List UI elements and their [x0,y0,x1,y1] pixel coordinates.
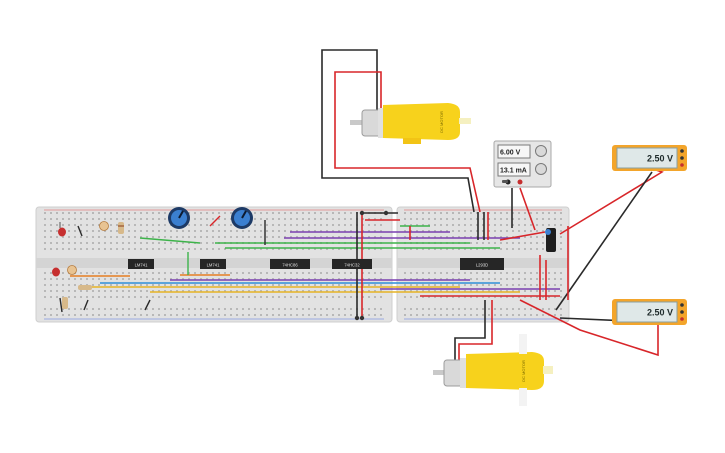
led-red-1[interactable] [58,222,66,237]
meter-reading: 2.50 V [647,308,673,318]
meter-reading: 2.50 V [647,154,673,164]
current-display: 13.1 mA [500,168,527,175]
chip-label: LM741 [207,263,220,268]
wires-colored [59,215,560,313]
chip-label: 74HC86 [282,263,298,268]
chip-label: L293D [476,263,488,268]
multimeter-bottom[interactable]: 2.50 V [612,299,687,325]
potentiometer-1[interactable] [168,207,190,229]
chip-lm741-1[interactable]: LM741 [128,259,154,269]
chip-74hc32[interactable]: 74HC32 [332,259,372,269]
motor-label: DC MOTOR [439,111,444,133]
power-supply[interactable]: 6.00 V 13.1 mA [493,140,552,188]
wires-power [321,49,664,360]
dc-motor-top[interactable]: DC MOTOR [350,103,471,144]
capacitor[interactable] [545,228,556,252]
current-knob[interactable] [535,163,547,175]
photoresistor-2[interactable] [67,265,77,275]
chip-74hc86[interactable]: 74HC86 [270,259,310,269]
dc-motor-bottom[interactable]: DC MOTOR [433,334,553,406]
led-red-2[interactable] [52,267,60,277]
potentiometer-2[interactable] [231,207,253,229]
resistor-3[interactable] [62,297,68,309]
positive-terminal[interactable] [517,179,523,185]
voltage-knob[interactable] [535,145,547,157]
multimeter-top[interactable]: 2.50 V [612,145,687,171]
chip-label: 74HC32 [344,263,360,268]
chip-lm741-2[interactable]: LM741 [200,259,226,269]
photoresistor-1[interactable] [99,221,109,231]
chip-l293d[interactable]: L293D [460,258,504,270]
motor-label: DC MOTOR [521,360,526,382]
chip-label: LM741 [135,263,148,268]
terminal-nodes [354,210,389,321]
resistor-2[interactable] [78,285,92,290]
resistor-1[interactable] [118,222,124,234]
voltage-display: 6.00 V [500,150,521,157]
